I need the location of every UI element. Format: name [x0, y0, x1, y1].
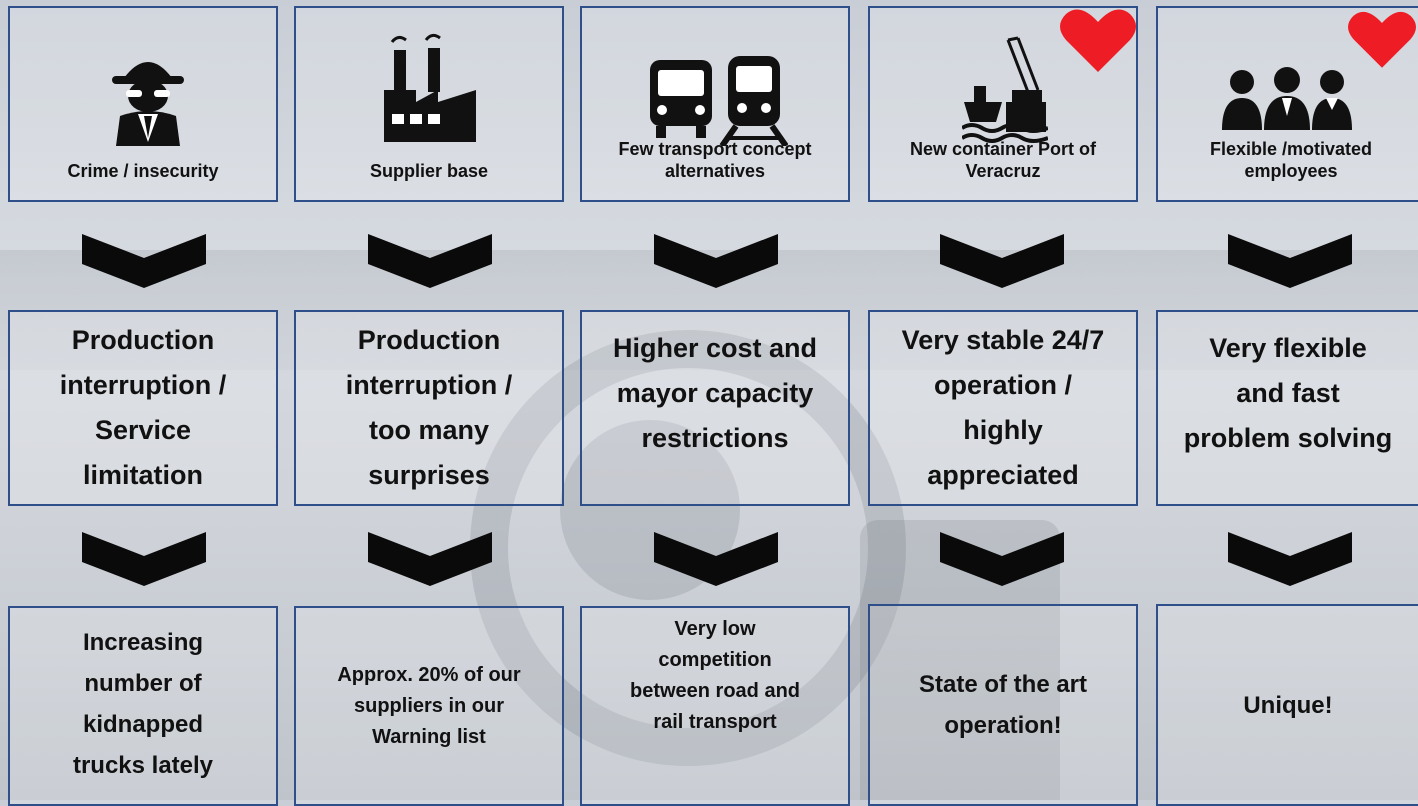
top-caption: New container Port of Veracruz — [909, 139, 1097, 181]
middle-line: Production — [357, 325, 501, 355]
bottom-line: between road and — [629, 680, 801, 702]
top-box-supplier: Supplier base — [294, 6, 564, 202]
chevron-down-icon — [82, 532, 206, 586]
bottom-line: State of the art — [918, 671, 1088, 698]
middle-box-supplier: Production interruption / too many surpr… — [294, 310, 564, 506]
middle-line: interruption / — [59, 370, 227, 400]
port-crane-ship-icon — [962, 36, 1048, 143]
bottom-line: number of — [84, 670, 202, 697]
chevron-down-icon — [1228, 532, 1352, 586]
middle-line: Production — [71, 325, 215, 355]
bottom-box-crime: Increasing number of kidnapped trucks la… — [8, 606, 278, 806]
chevron-down-icon — [368, 532, 492, 586]
top-caption: Flexible /motivated employees — [1209, 139, 1373, 181]
bottom-line: Very low — [674, 618, 756, 640]
middle-box-port: Very stable 24/7 operation / highly appr… — [868, 310, 1138, 506]
middle-line: Higher cost and — [612, 333, 818, 363]
factory-icon — [384, 33, 476, 142]
chevron-down-icon — [654, 234, 778, 288]
bottom-line: Approx. 20% of our — [337, 663, 521, 686]
heart-icon — [1060, 9, 1136, 72]
bottom-line: rail transport — [653, 711, 777, 733]
middle-line: appreciated — [927, 460, 1079, 490]
bottom-line: kidnapped — [82, 711, 203, 738]
team-people-icon — [1222, 67, 1352, 130]
middle-box-employees: Very flexible and fast problem solving — [1156, 310, 1418, 506]
middle-line: and fast — [1236, 378, 1340, 408]
middle-line: limitation — [83, 460, 203, 490]
chevron-down-icon — [654, 532, 778, 586]
bottom-line: trucks lately — [72, 752, 214, 779]
bottom-line: Increasing — [82, 629, 204, 656]
middle-line: surprises — [368, 460, 490, 490]
bottom-box-employees: Unique! — [1156, 604, 1418, 806]
chevron-down-icon — [940, 532, 1064, 586]
top-caption: Supplier base — [369, 161, 489, 181]
bottom-line: operation! — [944, 712, 1062, 739]
middle-box-crime: Production interruption / Service limita… — [8, 310, 278, 506]
middle-line: problem solving — [1183, 423, 1393, 453]
top-caption: Crime / insecurity — [67, 161, 219, 181]
bottom-box-supplier: Approx. 20% of our suppliers in our Warn… — [294, 606, 564, 806]
middle-box-transport: Higher cost and mayor capacity restricti… — [580, 310, 850, 506]
middle-line: interruption / — [345, 370, 513, 400]
bottom-box-port: State of the art operation! — [868, 604, 1138, 806]
middle-line: Very flexible — [1209, 333, 1367, 363]
chevron-down-icon — [368, 234, 492, 288]
middle-line: operation / — [933, 370, 1072, 400]
top-box-port: New container Port of Veracruz — [868, 6, 1138, 202]
middle-line: too many — [368, 415, 489, 445]
top-caption: Few transport concept alternatives — [618, 139, 812, 181]
top-box-transport: Few transport concept alternatives — [580, 6, 850, 202]
middle-line: highly — [963, 415, 1043, 445]
middle-line: restrictions — [641, 423, 789, 453]
chevron-down-icon — [82, 234, 206, 288]
middle-line: Service — [94, 415, 192, 445]
bottom-box-transport: Very low competition between road and ra… — [580, 606, 850, 806]
chevron-down-icon — [940, 234, 1064, 288]
bottom-line: Unique! — [1243, 691, 1333, 719]
heart-icon — [1348, 11, 1416, 68]
bus-train-icon — [650, 56, 788, 146]
spy-icon — [112, 62, 184, 146]
chevron-down-icon — [1228, 234, 1352, 288]
top-box-crime: Crime / insecurity — [8, 6, 278, 202]
middle-line: mayor capacity — [616, 378, 814, 408]
middle-line: Very stable 24/7 — [901, 325, 1105, 355]
bottom-line: suppliers in our — [353, 694, 505, 717]
bottom-line: competition — [658, 649, 772, 671]
bottom-line: Warning list — [372, 725, 486, 748]
